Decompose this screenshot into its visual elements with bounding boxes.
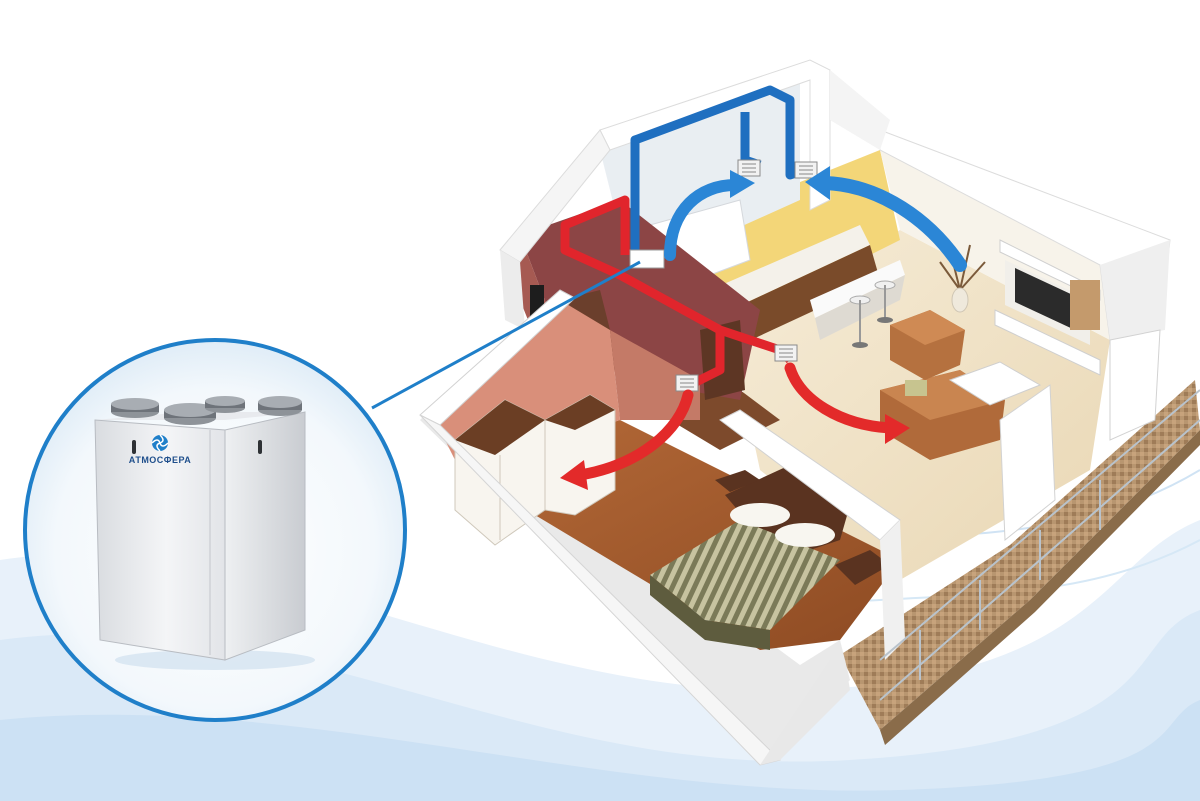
supply-airflow-arrow-living bbox=[784, 362, 910, 444]
tv-unit bbox=[994, 239, 1101, 376]
exhaust-grille-bathroom bbox=[737, 159, 761, 177]
supply-airflow-arrow-bedroom bbox=[560, 389, 694, 490]
bathroom-wall bbox=[600, 75, 800, 270]
balcony-railing bbox=[879, 329, 1200, 701]
ventilation-unit: АТМОСФЕРА bbox=[94, 396, 306, 661]
bar-stools bbox=[849, 280, 896, 348]
exhaust-airflow-arrow-bathroom bbox=[664, 170, 755, 261]
exhaust-grille-kitchen bbox=[794, 161, 818, 179]
fan-swirl-icon bbox=[151, 434, 169, 452]
supply-grille-bedroom bbox=[675, 374, 699, 392]
supply-grille-living bbox=[774, 344, 798, 362]
unit-callout: АТМОСФЕРА bbox=[23, 338, 407, 722]
coffee-table bbox=[948, 361, 1042, 406]
apartment-cutaway bbox=[419, 59, 1200, 766]
duct-spigots bbox=[111, 396, 302, 425]
callout-connector bbox=[371, 260, 641, 410]
bed bbox=[650, 465, 850, 650]
balcony-floor bbox=[840, 380, 1200, 730]
armchair bbox=[890, 310, 965, 380]
supply-duct bbox=[560, 195, 794, 390]
exhaust-airflow-arrow-living bbox=[805, 166, 967, 272]
kitchen-wall bbox=[680, 150, 900, 320]
unit-brand-label: АТМОСФЕРА bbox=[129, 455, 191, 465]
